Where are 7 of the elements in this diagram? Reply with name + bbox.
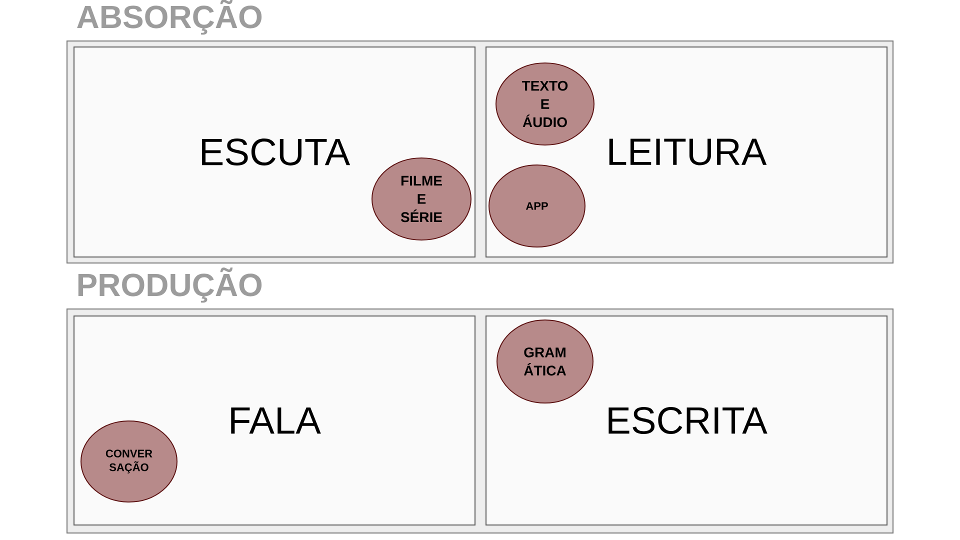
oval-bubble: TEXTO E ÁUDIO [496,62,594,146]
oval-bubble: APP [488,164,586,248]
oval-bubble: GRAM ÁTICA [496,320,594,404]
oval-bubble: FILME E SÉRIE [372,158,472,240]
section-heading: ABSORÇÃO [77,0,262,35]
oval-bubble: CONVER SAÇÃO [80,420,178,502]
section-heading: PRODUÇÃO [78,268,262,303]
